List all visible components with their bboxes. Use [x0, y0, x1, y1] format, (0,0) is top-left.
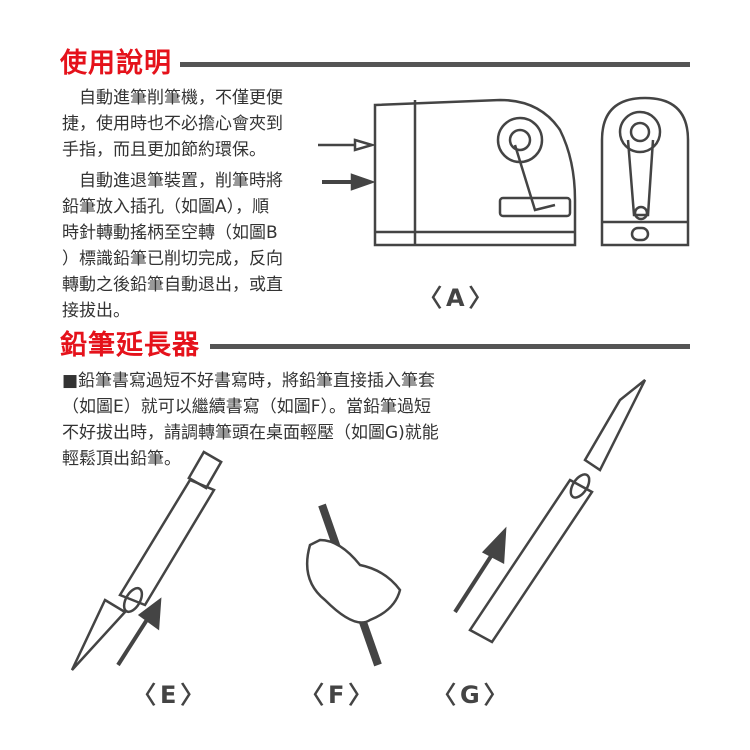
section-title-pencil-extender: 鉛筆延長器: [60, 330, 200, 361]
text-line: 手指，而且更加節約環保。: [62, 140, 266, 160]
sharpener-side-view: [318, 98, 577, 247]
figure-label-e: 〈E〉: [132, 681, 209, 709]
figure-label-g: 〈G〉: [432, 681, 512, 709]
text-line: 輕鬆頂出鉛筆。: [62, 449, 181, 469]
figure-g-extender: [453, 379, 647, 644]
text-line: 不好拔出時，請調轉筆頭在桌面輕壓（如圖G)就能: [62, 423, 439, 443]
section-divider: [210, 344, 690, 349]
figure-label-f: 〈F〉: [300, 681, 377, 709]
figure-label-a: 〈A〉: [418, 284, 497, 312]
text-line: 捷，使用時也不必擔心會夾到: [62, 114, 283, 134]
text-line: 自動進筆削筆機，不僅更便: [62, 88, 283, 108]
text-line: 鉛筆放入插孔（如圖A），順: [62, 197, 270, 217]
extender-paragraph: ■鉛筆書寫過短不好書寫時，將鉛筆直接插入筆套 （如圖E）就可以繼續書寫（如圖F）…: [62, 368, 439, 472]
text-line: 轉動之後鉛筆自動退出，或直: [62, 275, 283, 295]
text-line: 接拔出。: [62, 301, 130, 321]
text-line: ■鉛筆書寫過短不好書寫時，將鉛筆直接插入筆套: [62, 371, 436, 391]
section-title-instructions: 使用說明: [60, 48, 172, 79]
figure-f-writing-hand: [305, 503, 402, 667]
text-line: 時針轉動搖柄至空轉（如圖B: [62, 223, 278, 243]
text-line: 自動進退筆裝置，削筆時將: [62, 171, 283, 191]
sharpener-front-view: [600, 96, 690, 247]
usage-paragraph: 自動進退筆裝置，削筆時將 鉛筆放入插孔（如圖A），順 時針轉動搖柄至空轉（如圖B…: [62, 168, 283, 324]
figure-e-extender: [70, 450, 223, 671]
text-line: （如圖E）就可以繼續書寫（如圖F）。當鉛筆過短: [62, 397, 432, 417]
intro-paragraph: 自動進筆削筆機，不僅更便 捷，使用時也不必擔心會夾到 手指，而且更加節約環保。: [62, 85, 283, 163]
section-divider: [180, 62, 690, 67]
text-line: ）標識鉛筆已削切完成，反向: [62, 249, 283, 269]
